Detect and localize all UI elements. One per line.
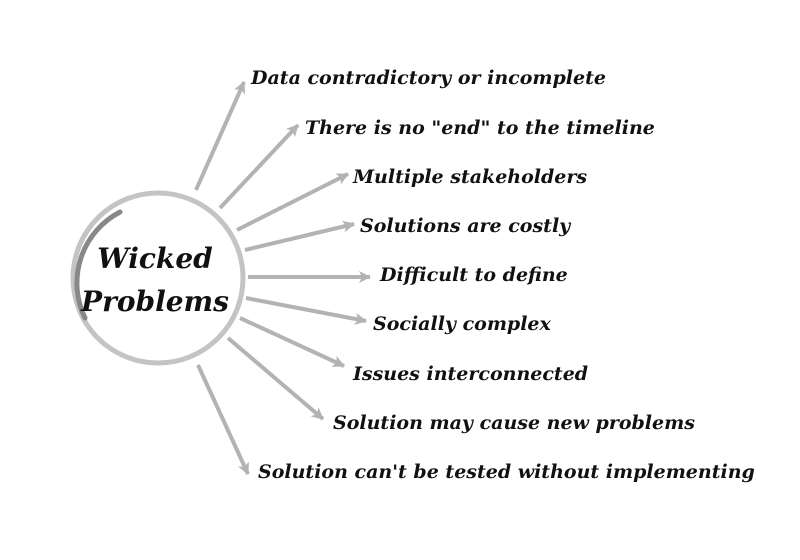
item-label-1: Data contradictory or incomplete	[250, 67, 606, 89]
arrow-9	[196, 364, 250, 475]
item-label-2: There is no "end" to the timeline	[305, 117, 655, 139]
arrow-7	[239, 316, 345, 368]
arrow-6	[245, 296, 367, 325]
center-ring-accent-arc	[74, 209, 123, 321]
arrow-3	[236, 172, 349, 232]
item-labels-group: Data contradictory or incomplete There i…	[250, 67, 755, 483]
center-title-line1: Wicked	[97, 242, 212, 275]
item-label-8: Solution may cause new problems	[333, 412, 695, 434]
item-label-4: Solutions are costly	[360, 215, 572, 237]
item-label-5: Difficult to define	[379, 264, 568, 286]
arrow-8	[226, 336, 325, 421]
arrow-1	[194, 81, 246, 191]
arrow-2	[218, 123, 300, 210]
arrows-group	[194, 81, 371, 475]
item-label-7: Issues interconnected	[352, 363, 588, 385]
arrow-4	[244, 220, 355, 252]
center-title-line2: Problems	[80, 285, 229, 318]
item-label-9: Solution can't be tested without impleme…	[258, 461, 755, 483]
item-label-3: Multiple stakeholders	[352, 166, 587, 188]
item-label-6: Socially complex	[373, 313, 552, 335]
center-node: Wicked Problems	[70, 190, 246, 366]
center-ring	[70, 190, 246, 366]
